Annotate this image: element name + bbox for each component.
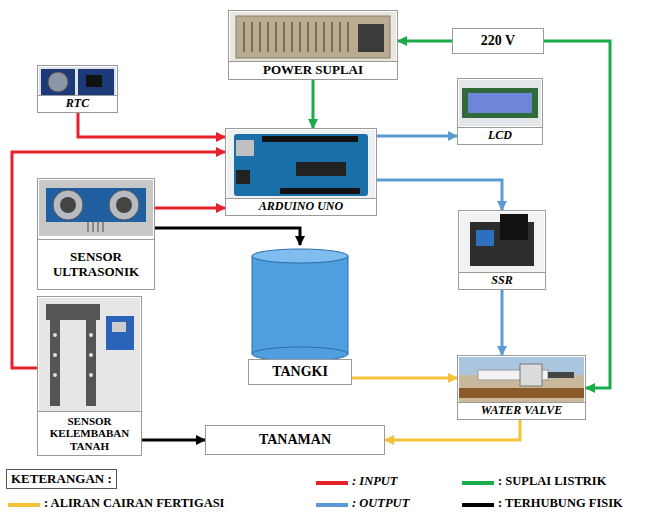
component-box: SENSOR ULTRASONIK [37, 178, 155, 290]
legend-text: : SUPLAI LISTRIK [498, 474, 606, 489]
legend-text: : INPUT [352, 474, 397, 489]
component-box: TANAMAN [205, 425, 385, 455]
component-label: WATER VALVE [478, 404, 565, 417]
signal-connector [544, 41, 610, 388]
arduino-picture [227, 130, 375, 198]
component-label: LCD [485, 129, 515, 142]
soil-sensor-picture [39, 298, 140, 412]
signal-connector [352, 377, 457, 380]
label-strip: POWER SUPLAI [229, 61, 397, 79]
signal-connector [501, 290, 504, 355]
label-strip: LCD [458, 127, 542, 144]
legend-swatch [462, 503, 494, 507]
component-label: 220 V [478, 33, 518, 48]
ultrasonic-sensor-picture [39, 180, 153, 236]
label-strip: TANAMAN [206, 426, 384, 454]
signal-connector [377, 180, 502, 210]
signal-connector [377, 135, 457, 138]
legend-swatch [316, 503, 348, 507]
component-box: POWER SUPLAI [228, 10, 398, 80]
signal-connector [155, 207, 225, 210]
legend-swatch [462, 481, 494, 485]
signal-connector [78, 113, 225, 137]
tank-picture [252, 249, 348, 361]
ssr-picture [460, 212, 544, 272]
component-label: SSR [488, 274, 515, 287]
label-strip: TANGKI [248, 359, 352, 385]
legend-heading: KETERANGAN : [6, 469, 117, 489]
legend-text: : OUTPUT [352, 496, 409, 511]
component-label: SENSOR ULTRASONIK [38, 250, 154, 279]
legend-text: : TERHUBUNG FISIK [498, 496, 623, 511]
component-label: POWER SUPLAI [260, 63, 366, 77]
label-strip: SSR [459, 272, 545, 289]
component-box: SSR [458, 210, 546, 290]
legend-text: : ALIRAN CAIRAN FERTIGASI [44, 496, 225, 511]
signal-connector [12, 152, 225, 368]
lcd-picture [459, 80, 541, 126]
label-strip: RTC [38, 95, 117, 112]
component-box: SENSOR KELEMBABAN TANAH [37, 296, 142, 456]
component-box: WATER VALVE [457, 355, 586, 420]
signal-connector [312, 80, 315, 128]
water-valve-picture [459, 357, 584, 403]
component-box: RTC [37, 65, 118, 113]
label-strip: SENSOR ULTRASONIK [38, 239, 154, 289]
signal-connector [398, 40, 452, 43]
component-box: TANGKI [248, 245, 352, 385]
power-supply-picture [230, 12, 396, 62]
component-label: TANAMAN [256, 432, 334, 447]
label-strip: ARDUINO UNO [226, 198, 376, 215]
component-box: LCD [457, 78, 543, 145]
label-strip: WATER VALVE [458, 402, 585, 419]
component-box: ARDUINO UNO [225, 128, 377, 216]
component-label: RTC [63, 97, 92, 110]
component-label: TANGKI [269, 364, 331, 379]
component-label: ARDUINO UNO [256, 200, 346, 213]
label-strip: SENSOR KELEMBABAN TANAH [38, 411, 141, 455]
legend-swatch [316, 481, 348, 485]
component-box: 220 V [452, 28, 544, 54]
signal-connector [155, 228, 300, 245]
legend-swatch [8, 503, 40, 507]
signal-connector [385, 420, 520, 440]
signal-connector [142, 439, 205, 442]
label-strip: 220 V [453, 29, 543, 53]
rtc-picture [39, 67, 116, 97]
component-label: SENSOR KELEMBABAN TANAH [38, 415, 141, 451]
